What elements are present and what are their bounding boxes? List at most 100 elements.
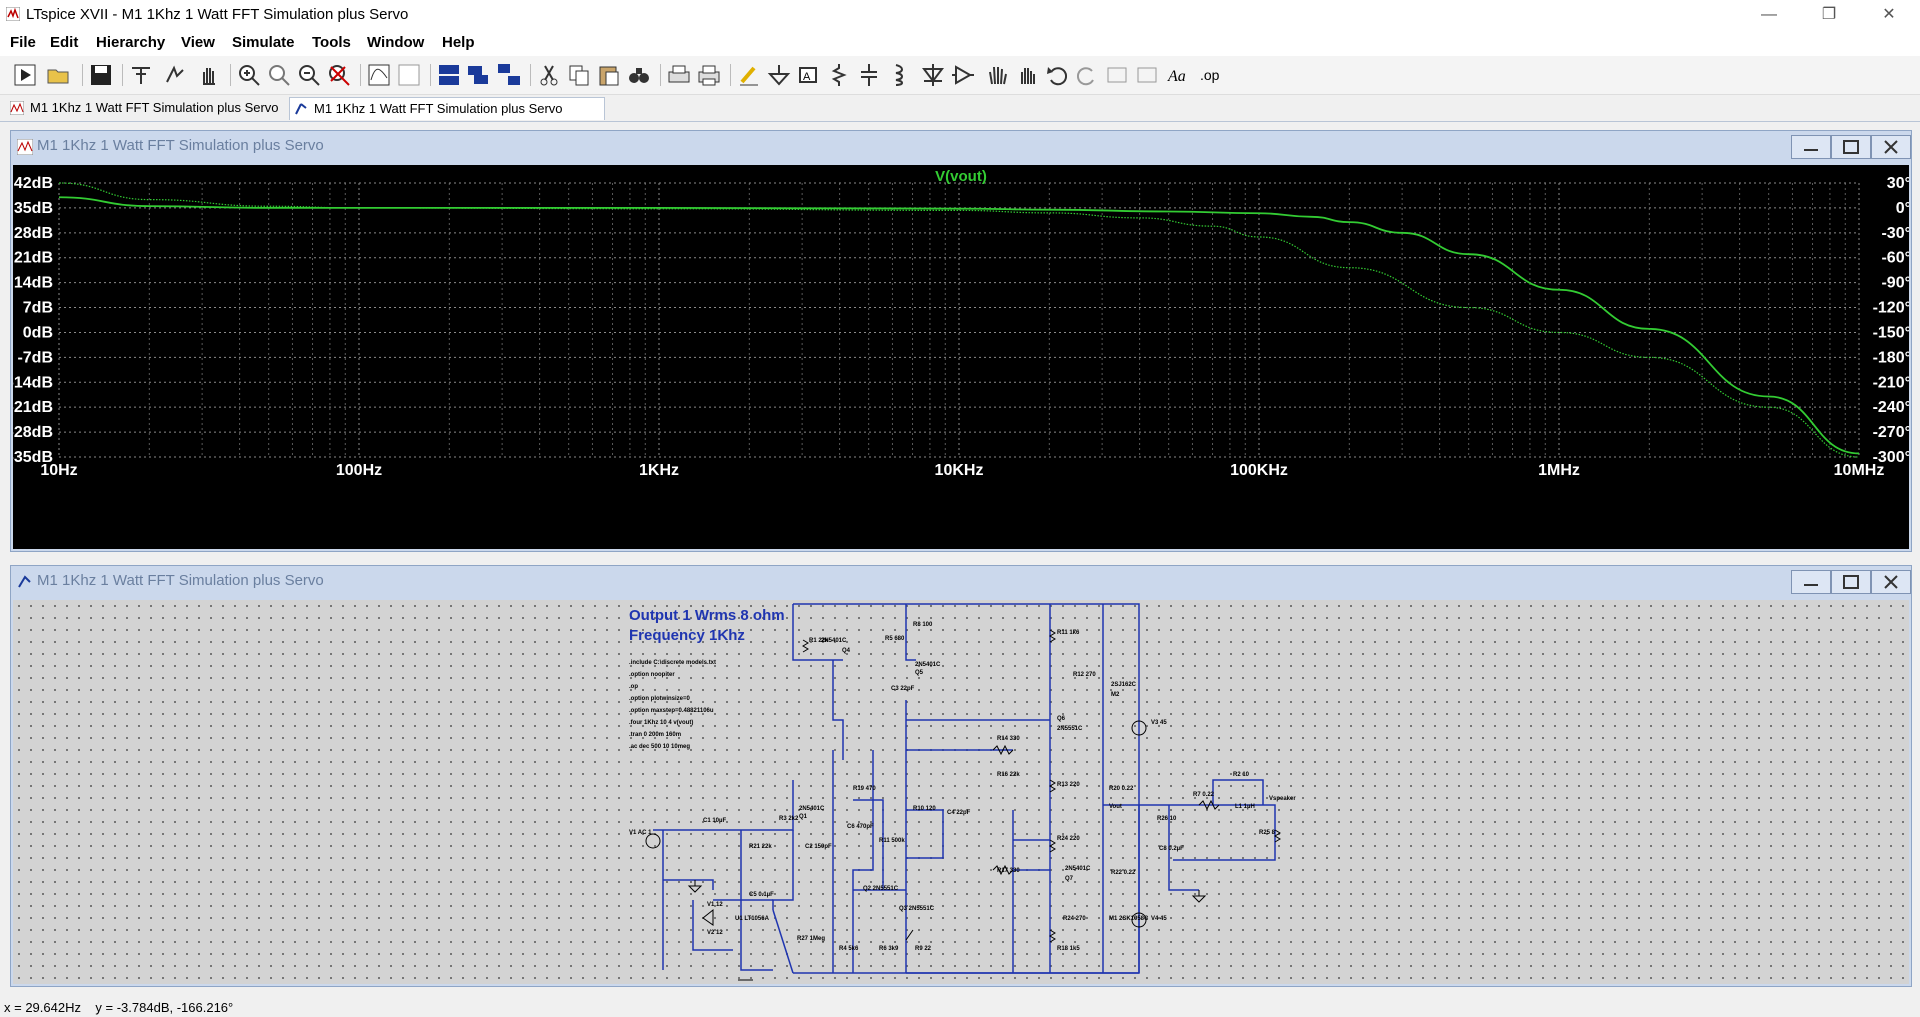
component-label[interactable]: Q4 bbox=[842, 648, 851, 654]
window-close-button[interactable] bbox=[1871, 135, 1911, 159]
drag-icon[interactable] bbox=[1014, 62, 1040, 88]
component-label[interactable]: Vout bbox=[1109, 804, 1122, 810]
zoom-out-icon[interactable] bbox=[296, 62, 322, 88]
spice-directive[interactable]: .op bbox=[629, 684, 638, 690]
component-label[interactable]: R4 5k6 bbox=[839, 946, 859, 952]
component-label[interactable]: C2 150pF bbox=[805, 844, 832, 850]
component-label[interactable]: R13 220 bbox=[1057, 782, 1080, 788]
component-label[interactable]: R11 500k bbox=[879, 838, 905, 844]
component-label[interactable]: R24 220 bbox=[1057, 836, 1080, 842]
menu-window[interactable]: Window bbox=[367, 34, 425, 51]
component-label[interactable]: R20 0.22 bbox=[1109, 786, 1134, 792]
component-label[interactable]: R10 120 bbox=[913, 806, 936, 812]
schematic-wires[interactable] bbox=[653, 603, 1276, 974]
cascade-icon[interactable] bbox=[496, 62, 522, 88]
menu-view[interactable]: View bbox=[181, 34, 215, 51]
redo-icon[interactable] bbox=[1074, 62, 1100, 88]
component-label[interactable]: 2N5401C bbox=[821, 638, 847, 644]
spice-directive[interactable]: .include C:\discrete models.txt bbox=[629, 660, 716, 666]
component-label[interactable]: Q5 bbox=[915, 670, 924, 676]
menu-simulate[interactable]: Simulate bbox=[232, 34, 295, 51]
component-label[interactable]: R7 0.22 bbox=[1193, 792, 1215, 798]
menu-file[interactable]: File bbox=[10, 34, 36, 51]
window-maximize-button[interactable] bbox=[1831, 570, 1871, 594]
mirror-icon[interactable] bbox=[1134, 62, 1160, 88]
waveform-icon[interactable] bbox=[366, 62, 392, 88]
window-maximize-button[interactable] bbox=[1831, 135, 1871, 159]
text-icon[interactable]: Aa bbox=[1166, 62, 1192, 88]
print-setup-icon[interactable] bbox=[666, 62, 692, 88]
phase-trace[interactable] bbox=[58, 182, 1860, 458]
component-label[interactable]: R1 22k bbox=[809, 638, 829, 644]
component-label[interactable]: R12 270 bbox=[1073, 672, 1096, 678]
window-minimize-button[interactable] bbox=[1791, 570, 1831, 594]
menu-hierarchy[interactable]: Hierarchy bbox=[96, 34, 166, 51]
schematic-drawing[interactable]: Output 1 Wrms 8 ohm Frequency 1Khz .incl… bbox=[13, 600, 1909, 984]
component-label[interactable]: 2N5401C bbox=[915, 662, 941, 668]
component-label[interactable]: Q1 bbox=[799, 814, 808, 820]
open-icon[interactable] bbox=[46, 62, 72, 88]
diode-icon[interactable] bbox=[920, 62, 946, 88]
spice-directive[interactable]: .option plotwinsize=0 bbox=[629, 696, 690, 702]
component-label[interactable]: R6 3k9 bbox=[879, 946, 899, 952]
tab-schematic[interactable]: M1 1Khz 1 Watt FFT Simulation plus Servo bbox=[289, 97, 605, 120]
component-label[interactable]: C1 10µF bbox=[703, 818, 726, 824]
component-label[interactable]: R27 1Meg bbox=[797, 936, 825, 942]
component-label[interactable]: V1 AC 1 bbox=[629, 830, 652, 836]
menu-tools[interactable]: Tools bbox=[312, 34, 351, 51]
component-label[interactable]: V3 45 bbox=[1151, 720, 1167, 726]
component-label[interactable]: V4 45 bbox=[1151, 916, 1167, 922]
run-icon[interactable] bbox=[12, 62, 38, 88]
zoom-area-icon[interactable] bbox=[266, 62, 292, 88]
component-label[interactable]: R24 270 bbox=[1063, 916, 1086, 922]
paste-icon[interactable] bbox=[596, 62, 622, 88]
component-label[interactable]: R3 2k2 bbox=[779, 816, 799, 822]
component-label[interactable]: R26 10 bbox=[1157, 816, 1177, 822]
tile-horizontal-icon[interactable] bbox=[436, 62, 462, 88]
spice-directives[interactable]: .include C:\discrete models.txt .option … bbox=[629, 660, 716, 750]
find-icon[interactable] bbox=[626, 62, 652, 88]
cut-icon[interactable] bbox=[536, 62, 562, 88]
move-icon[interactable] bbox=[984, 62, 1010, 88]
component-label[interactable]: L1 1µH bbox=[1235, 804, 1255, 810]
control-panel-icon[interactable] bbox=[128, 62, 154, 88]
zoom-fit-icon[interactable] bbox=[326, 62, 352, 88]
component-label[interactable]: R9 22 bbox=[915, 946, 932, 952]
pan-icon[interactable] bbox=[196, 62, 222, 88]
minimize-button[interactable]: — bbox=[1761, 6, 1777, 23]
rotate-icon[interactable] bbox=[1104, 62, 1130, 88]
zoom-in-icon[interactable] bbox=[236, 62, 262, 88]
close-button[interactable]: ✕ bbox=[1882, 6, 1896, 23]
component-label[interactable]: 2N5551C bbox=[1057, 726, 1083, 732]
save-icon[interactable] bbox=[88, 62, 114, 88]
tile-vertical-icon[interactable] bbox=[466, 62, 492, 88]
component-label[interactable]: R25 8 bbox=[1259, 830, 1276, 836]
component-label[interactable]: R11 1k6 bbox=[1057, 630, 1080, 636]
component-label[interactable]: R8 100 bbox=[913, 622, 933, 628]
magnitude-trace[interactable] bbox=[58, 196, 1860, 455]
component-label[interactable]: Q3 2N5551C bbox=[899, 906, 935, 912]
component-label[interactable]: R16 22k bbox=[997, 772, 1020, 778]
component-label[interactable]: C8 0.2µF bbox=[1159, 846, 1184, 852]
component-label[interactable]: 2N5401C bbox=[1065, 866, 1091, 872]
label-net-icon[interactable]: A bbox=[796, 62, 822, 88]
component-label[interactable]: Q6 bbox=[1057, 716, 1066, 722]
component-label[interactable]: 2N5401C bbox=[799, 806, 825, 812]
component-label[interactable]: 2SJ162C bbox=[1111, 682, 1137, 688]
capacitor-icon[interactable] bbox=[856, 62, 882, 88]
component-label[interactable]: Vspeaker bbox=[1269, 796, 1296, 802]
restore-button[interactable]: ❐ bbox=[1821, 6, 1837, 23]
component-label[interactable]: R18 1k5 bbox=[1057, 946, 1080, 952]
spice-directive[interactable]: .tran 0 200m 160m bbox=[629, 732, 681, 738]
component-label[interactable]: R17 330 bbox=[997, 868, 1020, 874]
inductor-icon[interactable] bbox=[886, 62, 912, 88]
component-label[interactable]: Q2 2N5551C bbox=[863, 886, 899, 892]
component-label[interactable]: Q7 bbox=[1065, 876, 1074, 882]
undo-icon[interactable] bbox=[1044, 62, 1070, 88]
menu-help[interactable]: Help bbox=[442, 34, 475, 51]
component-label[interactable]: M1 2SK1058C bbox=[1109, 916, 1149, 922]
component-label[interactable]: R2 10 bbox=[1233, 772, 1250, 778]
component-label[interactable]: C3 22pF bbox=[891, 686, 915, 692]
spice-directive[interactable]: .four 1Khz 10 4 v(vout) bbox=[629, 720, 693, 726]
